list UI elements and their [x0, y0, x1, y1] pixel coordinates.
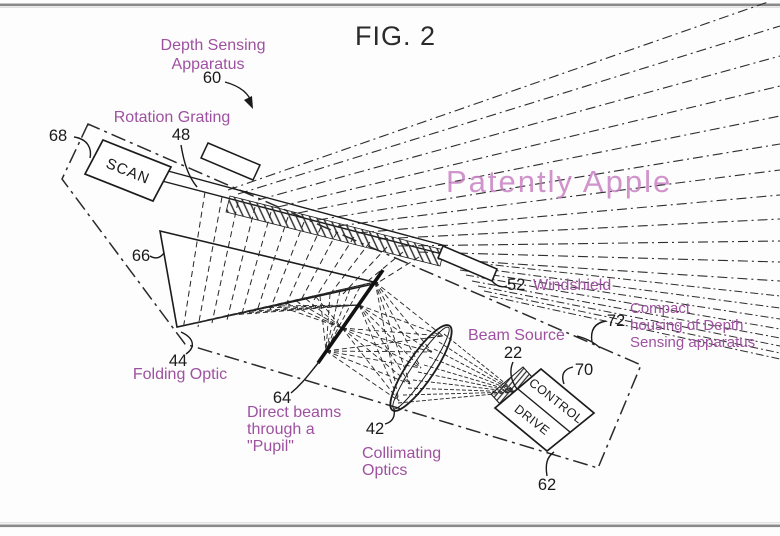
- leader-66: [150, 253, 164, 258]
- ref-66: 66: [132, 247, 150, 265]
- ref-70: 70: [575, 361, 593, 379]
- leader-70: [563, 367, 573, 384]
- ref-42: 42: [366, 420, 384, 438]
- ref-68: 68: [49, 127, 67, 145]
- label-compact-1: Compact: [630, 300, 691, 317]
- leader-62: [546, 452, 554, 476]
- scanned-ray-fan: [228, 2, 780, 281]
- label-direct-beams-1: Direct beams: [247, 404, 341, 421]
- label-folding-optic: Folding Optic: [133, 366, 227, 383]
- label-collimating-1: Collimating: [362, 445, 441, 462]
- leader-44: [181, 332, 192, 354]
- label-rotation-grating: Rotation Grating: [114, 109, 231, 126]
- leader-64: [291, 362, 319, 393]
- ref-22: 22: [504, 344, 522, 362]
- label-collimating-2: Optics: [362, 462, 407, 479]
- leader-68: [74, 137, 90, 158]
- grating-top-plate: [201, 143, 260, 180]
- ref-72: 72: [607, 312, 625, 330]
- fold-mirror-outline: [160, 231, 378, 327]
- label-compact-2: housing of Depth: [630, 317, 743, 334]
- grating-arm-top: [168, 171, 446, 246]
- arrowhead-60: [244, 96, 253, 109]
- label-depth-sensing-2: Apparatus: [172, 56, 245, 73]
- watermark-text: Patently Apple: [446, 164, 672, 199]
- label-depth-sensing-1: Depth Sensing: [161, 37, 266, 54]
- ref-52: 52: [507, 276, 525, 294]
- bottom-border-line: [0, 525, 780, 528]
- ref-48: 48: [172, 126, 190, 144]
- label-compact-3: Sensing apparatus: [630, 334, 755, 351]
- ref-62: 62: [538, 476, 556, 494]
- top-border-line: [0, 4, 780, 7]
- figure-title: FIG. 2: [355, 21, 436, 51]
- label-direct-beams-3: "Pupil": [247, 438, 294, 455]
- label-beam-source: Beam Source: [468, 327, 565, 344]
- label-windshield: Windshield: [533, 277, 611, 294]
- control-drive-unit: CONTROL DRIVE: [491, 367, 594, 451]
- label-direct-beams-2: through a: [247, 421, 315, 438]
- leader-72: [592, 321, 606, 342]
